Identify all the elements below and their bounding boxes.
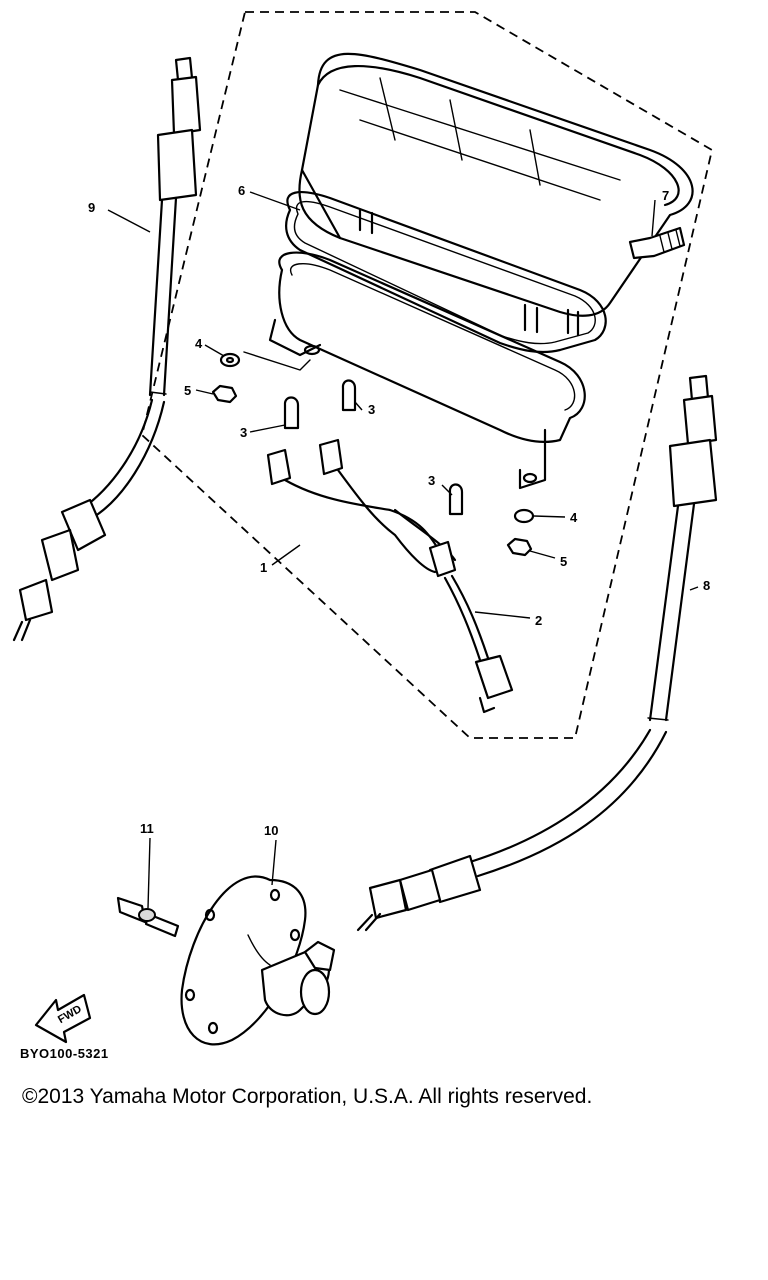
copyright-notice: ©2013 Yamaha Motor Corporation, U.S.A. A… bbox=[22, 1085, 593, 1108]
nut-5-left bbox=[211, 384, 238, 404]
callout-7: 7 bbox=[662, 188, 669, 203]
washer-4-right bbox=[513, 508, 535, 524]
callout-2: 2 bbox=[535, 613, 542, 628]
bulb-3-b bbox=[283, 396, 300, 430]
bulb-3-c bbox=[448, 483, 464, 516]
callout-4-left: 4 bbox=[195, 336, 203, 351]
meter-housing bbox=[298, 52, 694, 337]
parts-diagram: FWD 9 6 7 4 5 3 3 3 4 5 1 2 8 10 11 bbox=[12, 11, 718, 1046]
gasket bbox=[285, 191, 607, 354]
meter-cable-9 bbox=[12, 56, 202, 642]
diagram-code: BYO100-5321 bbox=[20, 1046, 109, 1061]
bulb-3-a bbox=[341, 379, 357, 412]
meter-bracket bbox=[268, 251, 586, 490]
callout-4-right: 4 bbox=[570, 510, 578, 525]
assembly-boundary bbox=[141, 11, 714, 739]
callout-6: 6 bbox=[238, 183, 245, 198]
trip-reset-knob bbox=[628, 226, 686, 260]
pin bbox=[116, 896, 180, 938]
meter-gear-unit bbox=[180, 875, 336, 1046]
nut-5-right bbox=[506, 537, 533, 557]
callout-5-left: 5 bbox=[184, 383, 191, 398]
callout-5-right: 5 bbox=[560, 554, 567, 569]
callout-9: 9 bbox=[88, 200, 95, 215]
washer-4-left bbox=[219, 352, 241, 368]
callout-3-a: 3 bbox=[368, 402, 375, 417]
callout-3-b: 3 bbox=[240, 425, 247, 440]
callout-11: 11 bbox=[140, 821, 154, 836]
meter-cable-8 bbox=[356, 374, 718, 932]
callout-1: 1 bbox=[260, 560, 267, 575]
callout-10: 10 bbox=[264, 823, 278, 838]
callout-8: 8 bbox=[703, 578, 710, 593]
wire-harness bbox=[266, 438, 514, 714]
callout-3-c: 3 bbox=[428, 473, 435, 488]
fwd-arrow-icon: FWD bbox=[34, 993, 92, 1044]
